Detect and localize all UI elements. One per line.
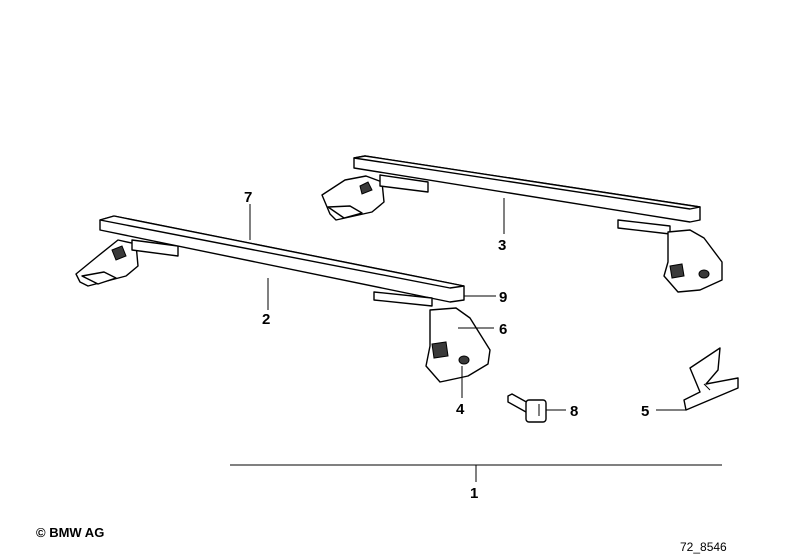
callout-8: 8	[570, 403, 578, 420]
callout-6: 6	[499, 321, 507, 338]
front-crossbar-assembly	[75, 215, 491, 383]
diagram-reference-number: 72_8546	[680, 540, 727, 554]
leader-lines	[230, 198, 722, 482]
callout-1: 1	[470, 485, 478, 502]
key	[507, 393, 547, 423]
mounting-bracket	[683, 347, 739, 411]
callout-2: 2	[262, 311, 270, 328]
rear-crossbar-assembly	[321, 155, 723, 293]
callout-7: 7	[244, 189, 252, 206]
callout-3: 3	[498, 237, 506, 254]
callouts: 7 2 3 9 6 4 8 5 1	[244, 189, 649, 502]
callout-4: 4	[456, 401, 465, 418]
callout-9: 9	[499, 289, 507, 306]
callout-5: 5	[641, 403, 649, 420]
copyright-label: © BMW AG	[36, 525, 105, 540]
